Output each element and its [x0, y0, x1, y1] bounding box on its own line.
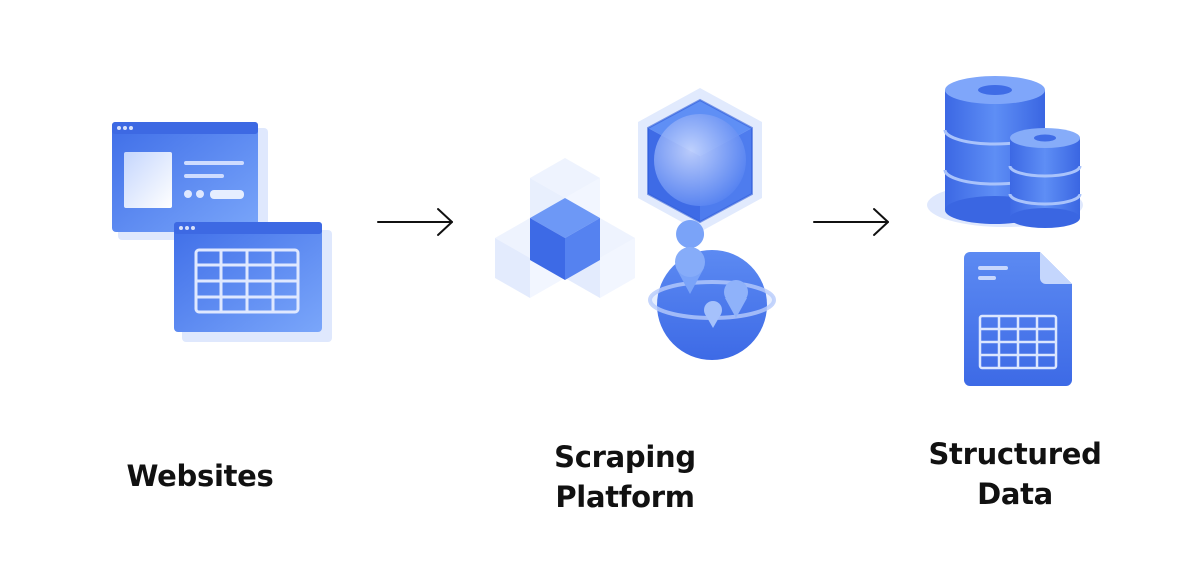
arrow-right-icon	[377, 208, 453, 236]
stage-label-structured-data: Structured Data	[928, 437, 1102, 511]
spreadsheet-file-icon	[964, 252, 1072, 386]
database-icon	[927, 76, 1083, 228]
cube-icon	[638, 88, 762, 232]
browser-window-icon	[112, 122, 268, 240]
stage-label-scraping-platform: Scraping Platform	[554, 440, 696, 514]
globe-pins-icon	[648, 220, 776, 360]
cube-cluster-icon	[495, 158, 635, 298]
arrow-right-icon	[813, 208, 889, 236]
table-window-icon	[174, 222, 332, 342]
stage-label-websites: Websites	[126, 459, 274, 493]
